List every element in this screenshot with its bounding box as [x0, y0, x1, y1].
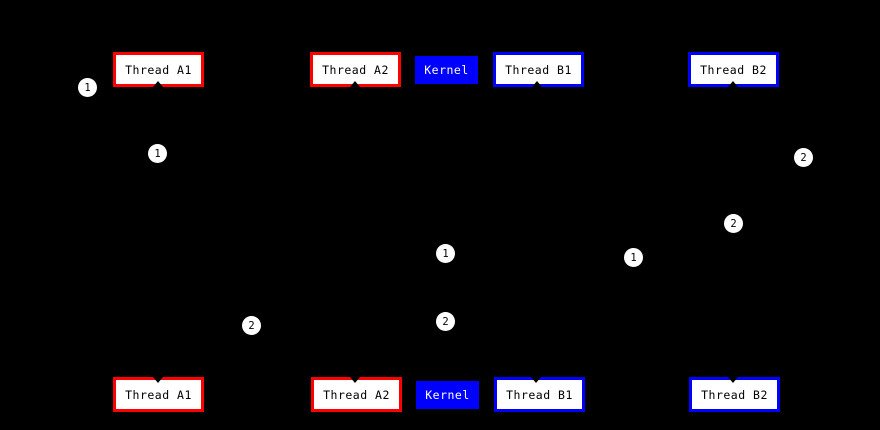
edge-notch-icon	[350, 81, 360, 87]
edge-notch-icon	[728, 377, 738, 383]
step-marker-label: 1	[154, 147, 161, 160]
step-marker: 1	[436, 244, 455, 263]
edge-notch-icon	[532, 81, 542, 87]
edge-notch-icon	[531, 377, 541, 383]
node-label: Kernel	[425, 388, 470, 402]
node-label: Thread B2	[700, 62, 767, 77]
edge-notch-icon	[350, 377, 360, 383]
step-marker: 2	[794, 148, 813, 167]
node-kernel-bottom: Kernel	[416, 381, 479, 409]
step-marker-label: 2	[442, 315, 449, 328]
step-marker: 1	[78, 78, 97, 97]
step-marker: 2	[436, 312, 455, 331]
node-label: Thread A2	[323, 387, 390, 402]
step-marker-label: 1	[630, 251, 637, 264]
node-kernel-top: Kernel	[415, 56, 478, 84]
edge-notch-icon	[728, 81, 738, 87]
node-label: Thread A1	[125, 387, 192, 402]
step-marker: 2	[242, 316, 261, 335]
step-marker-label: 2	[800, 151, 807, 164]
step-marker-label: 1	[84, 81, 91, 94]
step-marker-label: 2	[730, 217, 737, 230]
step-marker-label: 2	[248, 319, 255, 332]
step-marker: 2	[724, 214, 743, 233]
node-label: Thread A1	[125, 62, 192, 77]
step-marker: 1	[624, 248, 643, 267]
node-label: Kernel	[424, 63, 469, 77]
node-label: Thread B1	[505, 62, 572, 77]
edge-notch-icon	[153, 377, 163, 383]
step-marker: 1	[148, 144, 167, 163]
step-marker-label: 1	[442, 247, 449, 260]
node-label: Thread B1	[506, 387, 573, 402]
node-label: Thread B2	[701, 387, 768, 402]
edge-notch-icon	[153, 81, 163, 87]
node-label: Thread A2	[322, 62, 389, 77]
